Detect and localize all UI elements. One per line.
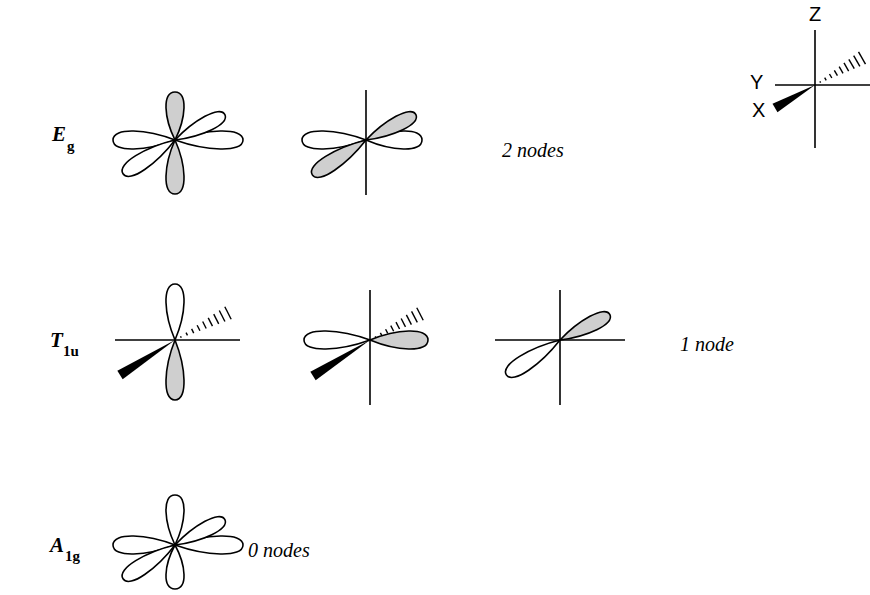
axis-label: Y — [750, 72, 763, 92]
orbital-lobe — [166, 495, 184, 545]
orbital-lobe — [308, 133, 371, 182]
axis-line — [369, 290, 371, 405]
orbital-lobe — [370, 331, 428, 349]
orbital-lobe — [172, 513, 229, 552]
orbital-lobe — [118, 133, 179, 181]
symmetry-subscript: g — [67, 139, 75, 154]
symmetry-subscript: 1u — [63, 344, 79, 359]
axis-line — [775, 84, 870, 86]
hashed-wedge — [820, 52, 866, 83]
orbital-lobe — [172, 108, 229, 147]
solid-wedge — [773, 85, 815, 112]
node-count: 2 nodes — [502, 140, 564, 160]
axis-line — [115, 339, 240, 341]
axis-label: Z — [809, 4, 821, 24]
axis-line — [365, 90, 367, 195]
axis-line — [814, 30, 816, 148]
orbital-lobe — [363, 108, 420, 147]
symmetry-subscript: 1g — [65, 549, 80, 564]
orbital-lobe — [557, 308, 614, 347]
symmetry-label: E — [52, 124, 66, 145]
axis-line — [559, 290, 561, 405]
axis-label: X — [752, 100, 765, 120]
node-count: 1 node — [680, 334, 734, 354]
orbital-lobe — [304, 331, 370, 349]
symmetry-label: T — [50, 330, 63, 351]
orbital-lobe — [166, 284, 184, 340]
orbital-lobe — [502, 333, 565, 382]
node-count: 0 nodes — [248, 540, 310, 560]
hashed-wedge — [181, 307, 232, 338]
orbital-lobe — [118, 538, 179, 586]
symmetry-label: A — [50, 535, 64, 556]
orbital-lobe — [166, 340, 184, 400]
